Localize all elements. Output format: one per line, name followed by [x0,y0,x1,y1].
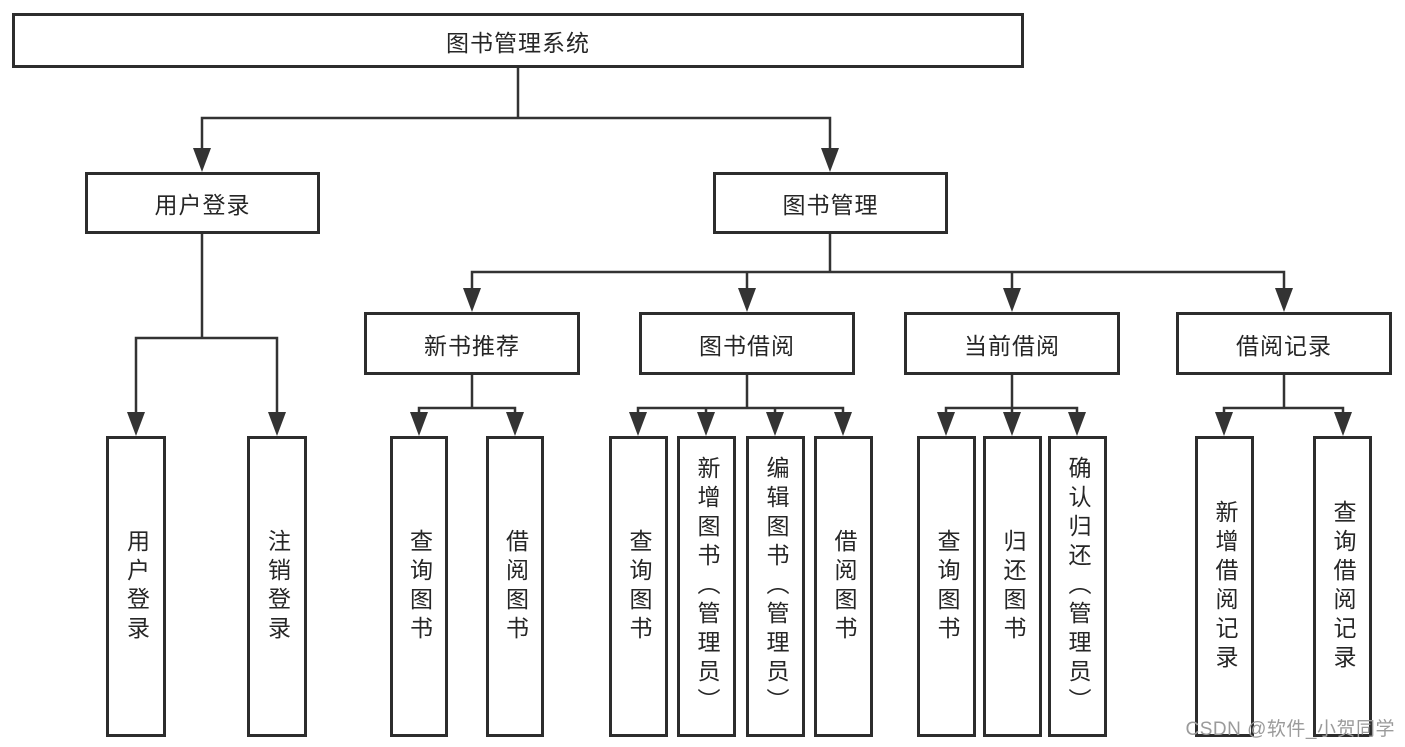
connector-wires [134,66,1345,416]
node-confirm-return-admin: 确认归还（管理员） [1048,436,1107,737]
arrowhead-icon [766,412,784,436]
wire-root-to-level1 [200,66,832,152]
node-label: 图书管理系统 [446,29,590,56]
arrowhead-icon [697,412,715,436]
node-label: 注销登录 [264,528,291,645]
arrowhead-icon [506,412,524,436]
node-label: 借阅记录 [1236,332,1332,359]
wire-borrowing-to-leaves [636,373,845,416]
node-label: 用户登录 [154,192,251,218]
node-recommend-borrow-books: 借阅图书 [486,436,544,737]
node-logout-leaf: 注销登录 [247,436,307,737]
node-label: 确认归还（管理员） [1065,456,1091,717]
wire-records-to-leaves [1222,373,1345,416]
node-edit-books-admin: 编辑图书（管理员） [746,436,805,737]
node-add-books-admin: 新增图书（管理员） [677,436,736,737]
node-label: 查询图书 [934,528,960,645]
node-label: 归还图书 [1000,528,1026,645]
node-label: 查询图书 [626,528,652,645]
arrowhead-icon [738,288,756,312]
node-return-books: 归还图书 [983,436,1042,737]
wire-recommend-to-leaves [417,373,517,416]
arrowhead-icon [834,412,852,436]
node-label: 新增借阅记录 [1212,499,1238,674]
arrowhead-icon [127,412,145,436]
node-book-management-system: 图书管理系统 [12,13,1024,68]
node-book-management: 图书管理 [713,172,948,234]
arrowhead-icon [821,148,839,172]
node-borrowing-records: 借阅记录 [1176,312,1392,375]
arrowhead-icon [1003,288,1021,312]
node-label: 借阅图书 [831,528,857,645]
node-label: 当前借阅 [964,332,1060,359]
node-user-login: 用户登录 [85,172,320,234]
arrowhead-icon [268,412,286,436]
arrowhead-icon [1215,412,1233,436]
arrowheads [127,148,1352,436]
node-borrowing-borrow-books: 借阅图书 [814,436,873,737]
arrowhead-icon [1275,288,1293,312]
node-user-login-leaf: 用户登录 [106,436,166,737]
arrowhead-icon [1068,412,1086,436]
node-label: 查询图书 [406,528,433,645]
node-borrowing-query-books: 查询图书 [609,436,668,737]
arrowhead-icon [193,148,211,172]
csdn-watermark: CSDN @软件_小贺同学 [1185,719,1395,740]
arrowhead-icon [1334,412,1352,436]
node-label: 用户登录 [123,528,150,645]
arrowhead-icon [629,412,647,436]
arrowhead-icon [463,288,481,312]
node-label: 借阅图书 [502,528,529,645]
node-label: 图书借阅 [699,332,795,359]
arrowhead-icon [1003,412,1021,436]
node-recommend-query-books: 查询图书 [390,436,448,737]
node-current-query-books: 查询图书 [917,436,976,737]
wire-user-login-to-leaves [134,232,279,416]
node-label: 新增图书（管理员） [694,456,720,717]
node-book-borrowing: 图书借阅 [639,312,855,375]
wire-current-to-leaves [944,373,1079,416]
node-query-borrow-record: 查询借阅记录 [1313,436,1372,737]
node-add-borrow-record: 新增借阅记录 [1195,436,1254,737]
arrowhead-icon [937,412,955,436]
arrowhead-icon [410,412,428,436]
wire-book-mgmt-to-level2 [470,232,1286,292]
node-label: 查询借阅记录 [1330,499,1356,674]
node-current-borrowing: 当前借阅 [904,312,1120,375]
node-new-book-recommend: 新书推荐 [364,312,580,375]
node-label: 图书管理 [782,192,879,218]
node-label: 编辑图书（管理员） [763,456,789,717]
node-label: 新书推荐 [424,332,520,359]
